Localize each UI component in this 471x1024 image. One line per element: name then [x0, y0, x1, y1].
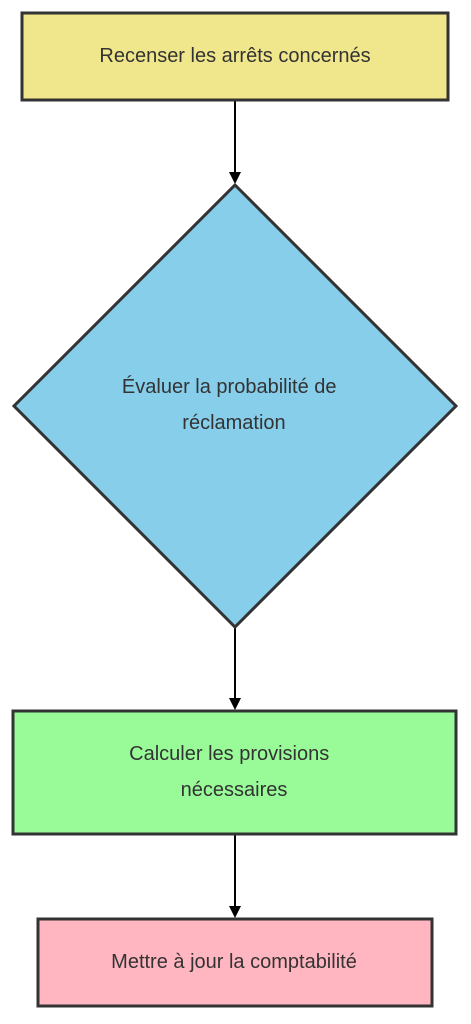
node-recenser-line-1: Recenser les arrêts concernés [99, 45, 370, 67]
node-recenser-box [20, 11, 450, 102]
node-recenser-label: Recenser les arrêts concernés [99, 45, 370, 67]
node-evaluer-diamond [11, 182, 459, 630]
node-evaluer-label: Évaluer la probabilité de réclamation [122, 375, 342, 434]
node-calculer-line-1: Calculer les provisions [129, 743, 329, 765]
node-mettre: Mettre à jour la comptabilité [36, 917, 434, 1008]
node-evaluer: Évaluer la probabilité de réclamation [11, 182, 459, 630]
node-mettre-line-1: Mettre à jour la comptabilité [111, 951, 357, 973]
node-recenser: Recenser les arrêts concernés [20, 11, 450, 102]
node-mettre-box [36, 917, 434, 1008]
node-calculer-line-2: nécessaires [181, 779, 288, 801]
node-mettre-label: Mettre à jour la comptabilité [111, 951, 357, 973]
node-evaluer-line-2: réclamation [182, 412, 285, 434]
node-evaluer-line-1: Évaluer la probabilité de [122, 375, 337, 398]
node-calculer-box [11, 709, 458, 836]
node-calculer: Calculer les provisions nécessaires [11, 709, 458, 836]
node-calculer-label: Calculer les provisions nécessaires [129, 743, 335, 801]
